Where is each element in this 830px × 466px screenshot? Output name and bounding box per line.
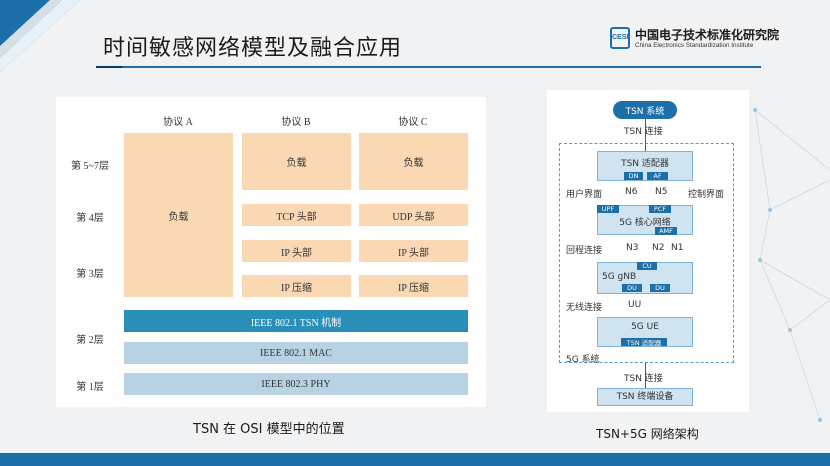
title-underline (96, 66, 761, 68)
tag-tsn-adapter: TSN 适配器 (621, 338, 667, 347)
5g-ue-label: 5G UE (631, 322, 659, 332)
tag-du-2: DU (650, 284, 670, 292)
institute-logo: CESI 中国电子技术标准化研究院 China Electronics Stan… (610, 26, 798, 52)
interface-n2: N2 (652, 243, 665, 253)
osi-caption: TSN 在 OSI 模型中的位置 (193, 422, 345, 437)
tsn-mechanism-bar: IEEE 802.1 TSN 机制 (124, 310, 468, 332)
tsn-link-top-label: TSN 连接 (624, 127, 663, 137)
phy-bar: IEEE 802.3 PHY (124, 373, 468, 395)
backhaul-label: 回程连接 (566, 246, 603, 256)
protocol-b-ip-header: IP 头部 (242, 240, 351, 262)
tsn-endpoint-box: TSN 终端设备 (597, 388, 693, 406)
title-underline-accent (96, 66, 122, 68)
interface-n1: N1 (671, 243, 684, 253)
protocol-b-tcp-header: TCP 头部 (242, 204, 351, 226)
tag-cu: CU (637, 262, 657, 270)
protocol-c-ip-compression: IP 压缩 (359, 275, 468, 297)
row-label-l2: 第 2层 (76, 335, 104, 346)
logo-chinese-name: 中国电子技术标准化研究院 (635, 28, 780, 42)
logo-english-name: China Electronics Standardization Instit… (635, 42, 754, 49)
interface-uu: UU (628, 300, 642, 310)
column-header-a: 协议 A (163, 117, 193, 128)
link-line-bottom (645, 363, 646, 389)
column-header-c: 协议 C (398, 117, 428, 128)
tsn-system-pill: TSN 系统 (613, 101, 677, 119)
interface-n6: N6 (625, 187, 638, 197)
interface-n5: N5 (655, 187, 668, 197)
column-header-b: 协议 B (281, 117, 311, 128)
footer-bar (0, 453, 830, 466)
tag-amf: AMF (655, 227, 677, 235)
5g-gnb-label: 5G gNB (602, 272, 637, 282)
tag-pcf: PCF (649, 205, 671, 213)
row-label-l3: 第 3层 (76, 269, 104, 280)
protocol-b-payload: 负载 (242, 133, 351, 190)
control-plane-label: 控制界面 (688, 190, 725, 200)
slide-title: 时间敏感网络模型及融合应用 (103, 36, 403, 61)
tsn-boundary-dashed (559, 143, 734, 363)
row-label-l1: 第 1层 (76, 382, 104, 393)
interface-n3: N3 (626, 243, 639, 253)
wireless-label: 无线连接 (566, 303, 603, 313)
protocol-c-payload: 负载 (359, 133, 468, 190)
user-plane-label: 用户界面 (566, 190, 603, 200)
tsn5g-caption: TSN+5G 网络架构 (596, 427, 699, 441)
link-line-top (645, 119, 646, 151)
row-label-l5-7: 第 5~7层 (71, 161, 109, 172)
5g-system-label: 5G 系统 (566, 355, 600, 365)
tag-dn: DN (624, 172, 643, 180)
cesi-logo-icon: CESI (610, 27, 630, 49)
protocol-b-ip-compression: IP 压缩 (242, 275, 351, 297)
mac-bar: IEEE 802.1 MAC (124, 342, 468, 364)
tag-du-1: DU (622, 284, 642, 292)
row-label-l4: 第 4层 (76, 213, 104, 224)
protocol-a-payload: 负载 (124, 133, 233, 297)
protocol-c-udp-header: UDP 头部 (359, 204, 468, 226)
5g-core-label: 5G 核心网络 (619, 218, 671, 228)
tag-af: AF (647, 172, 668, 180)
5g-ue-box: 5G UE (597, 317, 693, 347)
tsn-link-bottom-label: TSN 连接 (624, 374, 663, 384)
tsn-adapter-label: TSN 适配器 (621, 159, 669, 169)
tsn-adapter-box: TSN 适配器 (597, 151, 693, 181)
protocol-c-ip-header: IP 头部 (359, 240, 468, 262)
tsn-endpoint-label: TSN 终端设备 (616, 392, 674, 402)
tag-upf: UPF (597, 205, 619, 213)
